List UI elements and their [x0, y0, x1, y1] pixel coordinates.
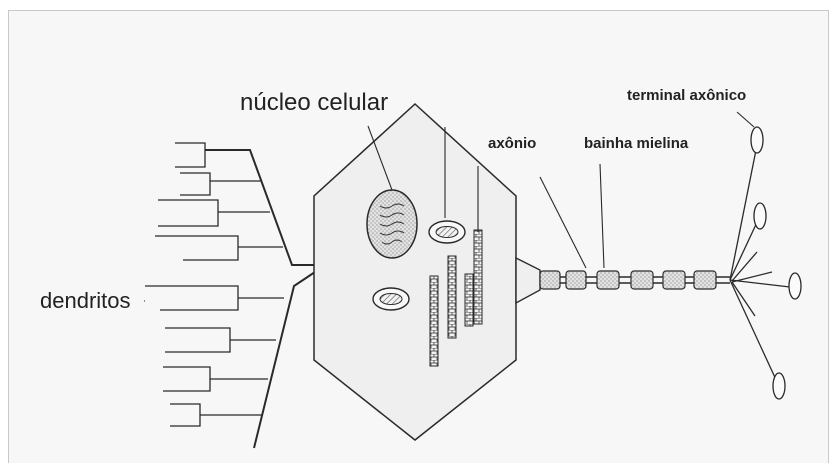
axon-terminal-bulb [751, 127, 801, 399]
axon-terminals [730, 145, 790, 384]
cell-nucleus-label: núcleo celular [240, 89, 388, 116]
dendrites-label: dendritos [40, 288, 131, 313]
myelin-sheath-label: bainha mielina [584, 135, 689, 152]
cell-nucleus [367, 190, 417, 258]
axon-terminal-label: terminal axônico [627, 87, 746, 104]
mitochondrion [429, 221, 465, 243]
cell-body [314, 104, 516, 440]
bottom-margin [8, 463, 829, 473]
myelin-sheath [540, 271, 716, 289]
dendrites [145, 143, 318, 448]
axon-label: axônio [488, 135, 536, 152]
axon-hillock [516, 258, 540, 303]
mitochondrion [373, 288, 409, 310]
